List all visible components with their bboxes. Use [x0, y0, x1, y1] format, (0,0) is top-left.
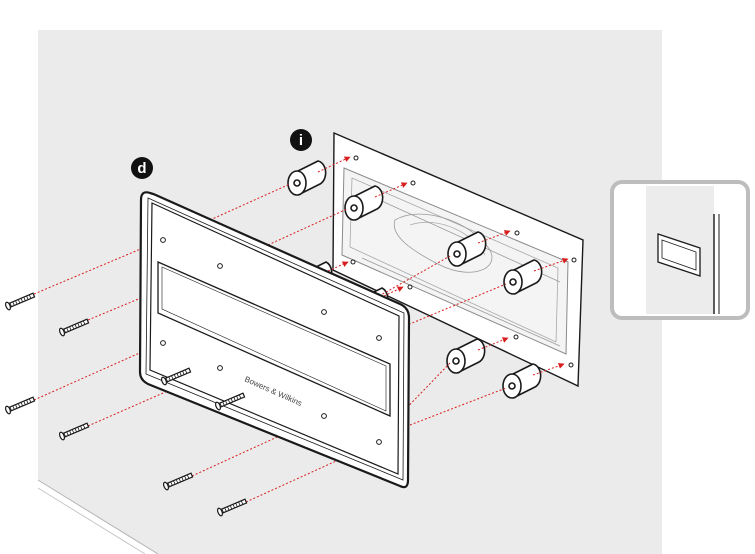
wall-edge-line-2 [37, 487, 146, 554]
screw-icon [214, 392, 246, 411]
badge-label-d: d [137, 160, 146, 177]
badge-circle [290, 129, 312, 151]
frame-hole [376, 335, 382, 341]
plate-hole [514, 230, 520, 236]
guide-line [374, 182, 408, 198]
guide-line [33, 239, 163, 295]
guide-line [532, 362, 565, 376]
frame-inner-edge [149, 202, 400, 475]
frame-hole [321, 309, 327, 315]
inset-cutout-icon [657, 233, 701, 277]
wall-edge-line [37, 479, 159, 554]
back-box-cavity-inner [349, 177, 559, 343]
screw-icon [4, 396, 36, 415]
frame-inner-edge-2 [145, 197, 405, 481]
guide-line [383, 286, 404, 297]
screw-icon [4, 292, 36, 311]
frame-hole [217, 365, 223, 371]
screws [4, 292, 248, 517]
spacer-icon [503, 259, 543, 295]
badge-label-i: i [299, 132, 303, 149]
step-badge-spacers: i [290, 129, 312, 151]
screw-icon [162, 472, 194, 491]
spacer-icon [287, 160, 327, 196]
spacer-icon [447, 231, 487, 267]
frame-hole [160, 237, 166, 243]
screw-icon [58, 422, 90, 441]
mounting-frame: Bowers & Wilkins [138, 191, 411, 489]
guide-line [267, 208, 348, 246]
step-badge-frame: d [131, 157, 153, 179]
frame-opening [157, 261, 391, 417]
screw-icon [58, 318, 90, 337]
plate-hole [350, 259, 356, 265]
guide-line [477, 337, 509, 351]
spacer-icon [446, 338, 486, 374]
guide-line [477, 230, 511, 244]
guide-line [209, 183, 291, 221]
guide-line [317, 156, 351, 173]
plate-hole [407, 284, 413, 290]
plate-hole [410, 180, 416, 186]
inset-cutout-inner [661, 239, 697, 271]
frame-hole [217, 263, 223, 269]
plate-hole [568, 362, 574, 368]
guide-line [371, 255, 451, 301]
inset-view [610, 180, 750, 320]
guide-line [409, 387, 507, 426]
plate-hole [513, 334, 519, 340]
screw-icon [216, 498, 248, 517]
screw-icon [160, 367, 192, 386]
frame-hole [376, 439, 382, 445]
frame-hole [321, 413, 327, 419]
frame-hole [160, 340, 166, 346]
frame-holes [160, 237, 382, 445]
badge-circle [131, 157, 153, 179]
spacer-icon [344, 185, 384, 221]
plate-hole [353, 155, 359, 161]
back-box-holes [350, 155, 577, 368]
spacer-icon [502, 363, 542, 399]
back-box-driver-curve [393, 213, 493, 273]
frame-opening-inner [161, 266, 387, 412]
plate-hole [571, 257, 577, 263]
back-box-rail [361, 257, 561, 347]
